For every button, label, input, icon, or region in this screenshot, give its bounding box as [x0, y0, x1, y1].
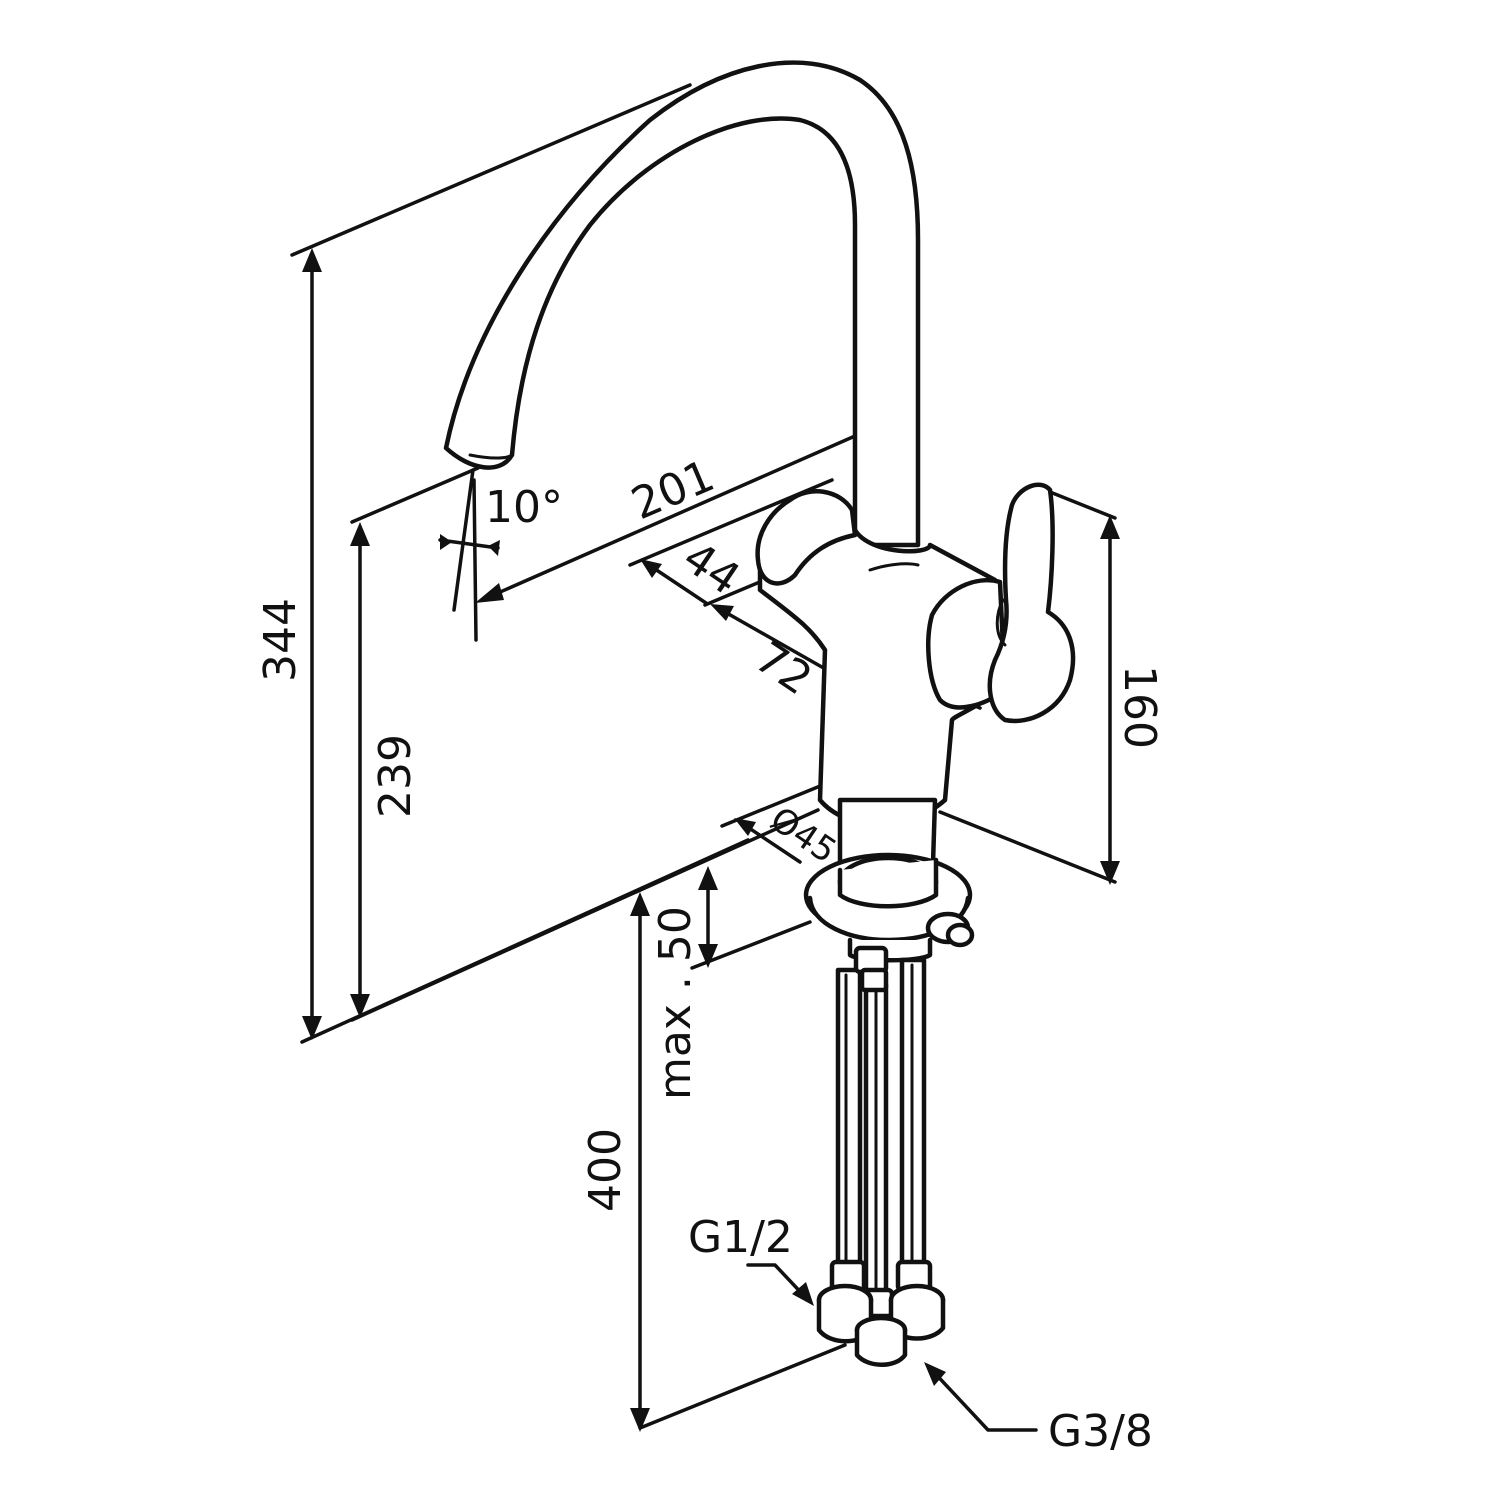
right-knob	[926, 578, 1008, 710]
label-10-degrees: 10°	[485, 482, 563, 533]
label-344: 344	[255, 598, 306, 682]
faucet-body	[443, 60, 1076, 963]
label-72: 72	[746, 632, 821, 706]
label-160: 160	[1114, 665, 1165, 749]
label-max-50: max . 50	[650, 906, 701, 1100]
label-g38: G3/8	[1048, 1406, 1153, 1457]
label-400: 400	[580, 1128, 631, 1212]
left-knob	[755, 489, 858, 586]
spout	[443, 60, 921, 548]
label-239: 239	[370, 734, 421, 818]
label-201: 201	[624, 450, 721, 530]
lever-handle	[987, 482, 1076, 724]
supply-hoses	[816, 945, 946, 1367]
dimension-lines	[302, 248, 1120, 1432]
label-g12: G1/2	[688, 1212, 793, 1263]
